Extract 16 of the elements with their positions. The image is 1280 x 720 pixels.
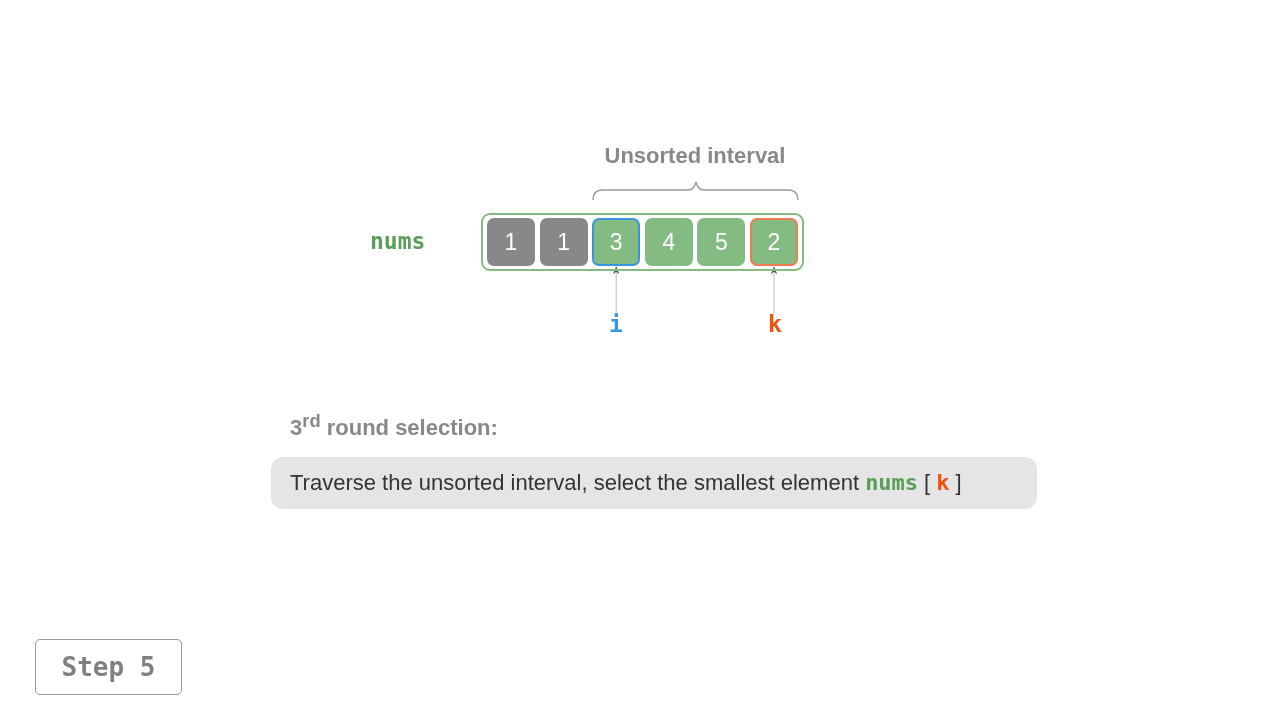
array-name: nums: [370, 228, 426, 254]
pointer-label: i: [606, 311, 626, 337]
pointer-arrow: [613, 266, 620, 315]
array-cell: 1: [487, 218, 535, 266]
step-badge: Step 5: [35, 639, 182, 695]
array-cell: 1: [539, 218, 588, 266]
pointer-label: k: [765, 311, 785, 337]
array-cell: 3: [592, 218, 641, 266]
interval-label: Unsorted interval: [603, 143, 787, 169]
array-container: [481, 213, 804, 271]
step-heading: 3$^{rd}$ round selection:: [290, 410, 498, 442]
array-cell: 2: [750, 218, 798, 266]
description-box: Traverse the unsorted interval, select the smallest element nums[k]: [271, 457, 1037, 509]
pointer-arrow: [770, 266, 778, 315]
array-cell: 5: [697, 218, 746, 266]
array-cell: 4: [644, 218, 693, 266]
